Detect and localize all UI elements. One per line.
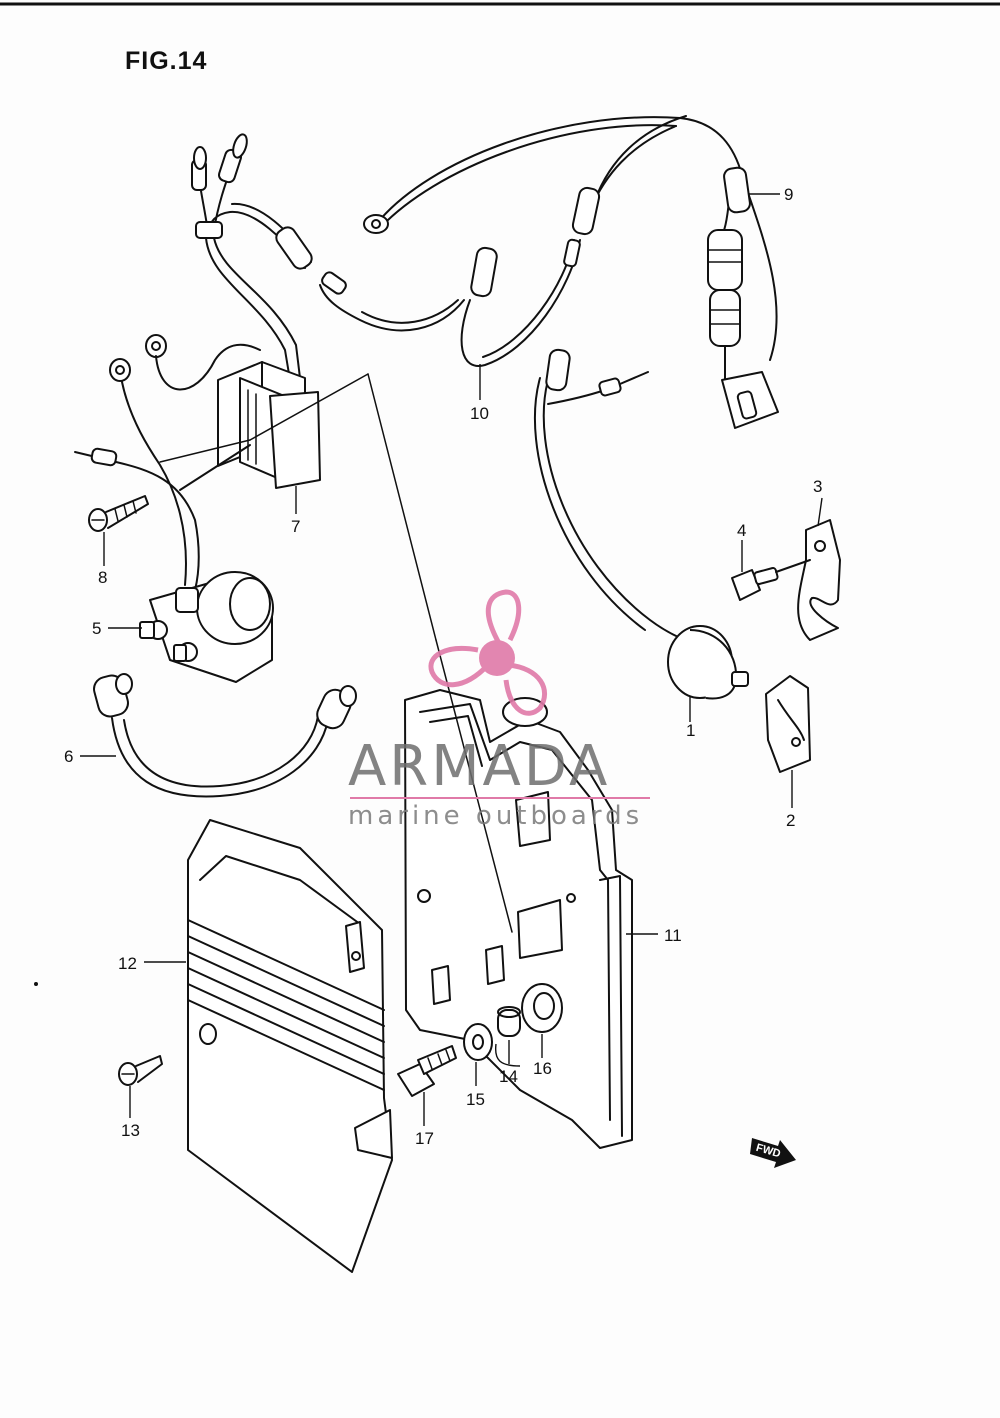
callout-11: 11 [664,926,682,945]
part-15-washer-drawing [463,1023,493,1061]
part-8-screw-drawing [88,495,149,532]
callout-7: 7 [291,517,300,536]
scan-speck [34,982,38,986]
watermark-tagline: marine outboards [348,801,643,831]
callout-12: 12 [118,954,137,973]
callout-1: 1 [686,721,695,740]
part-1-switch-drawing [533,348,749,700]
part-10-harness-drawing [191,115,779,429]
part-2-clip-drawing [765,675,811,773]
callout-3: 3 [813,477,822,496]
part-14-collar-drawing [497,1006,521,1037]
part-6-cable-drawing [93,673,357,798]
ring-terminal-leads-drawing [74,334,261,591]
part-16-grommet-drawing [521,983,563,1033]
part-17-bolt-drawing [397,1045,457,1097]
callout-16: 16 [533,1059,552,1078]
part-5-starter-relay-drawing [139,571,274,683]
fwd-direction-badge: FWD [750,1138,796,1168]
part-4-bolt-drawing [731,559,811,601]
callout-labels: 1 2 3 4 5 6 7 8 9 10 11 12 13 14 15 16 1… [64,185,822,1148]
arrow-right-icon [750,1138,796,1168]
callout-4: 4 [737,521,746,540]
regulator-mount-line [367,373,437,641]
callout-2: 2 [786,811,795,830]
part-7-regulator-drawing [217,361,321,489]
part-12-cdi-unit-drawing [187,819,393,1273]
callout-10: 10 [470,404,489,423]
callout-13: 13 [121,1121,140,1140]
callout-leaders [80,193,823,1126]
regulator-screw-line [159,439,251,463]
part-11-mounting-bracket-drawing [404,689,633,1149]
callout-14: 14 [499,1067,518,1086]
callout-6: 6 [64,747,73,766]
part-3-bracket-drawing [797,519,841,641]
callout-9: 9 [784,185,793,204]
propeller-logo [428,589,547,716]
watermark-brand: ARMADA [348,734,610,799]
figure-title: FIG.14 [125,47,207,75]
part-13-screw-drawing [118,1055,163,1086]
callout-17: 17 [415,1129,434,1148]
callout-5: 5 [92,619,101,638]
regulator-mount-line-lower [435,639,513,933]
armada-watermark: ARMADA marine outboards [348,589,650,831]
regulator-screw-line-upper [249,373,369,441]
callout-15: 15 [466,1090,485,1109]
callout-8: 8 [98,568,107,587]
